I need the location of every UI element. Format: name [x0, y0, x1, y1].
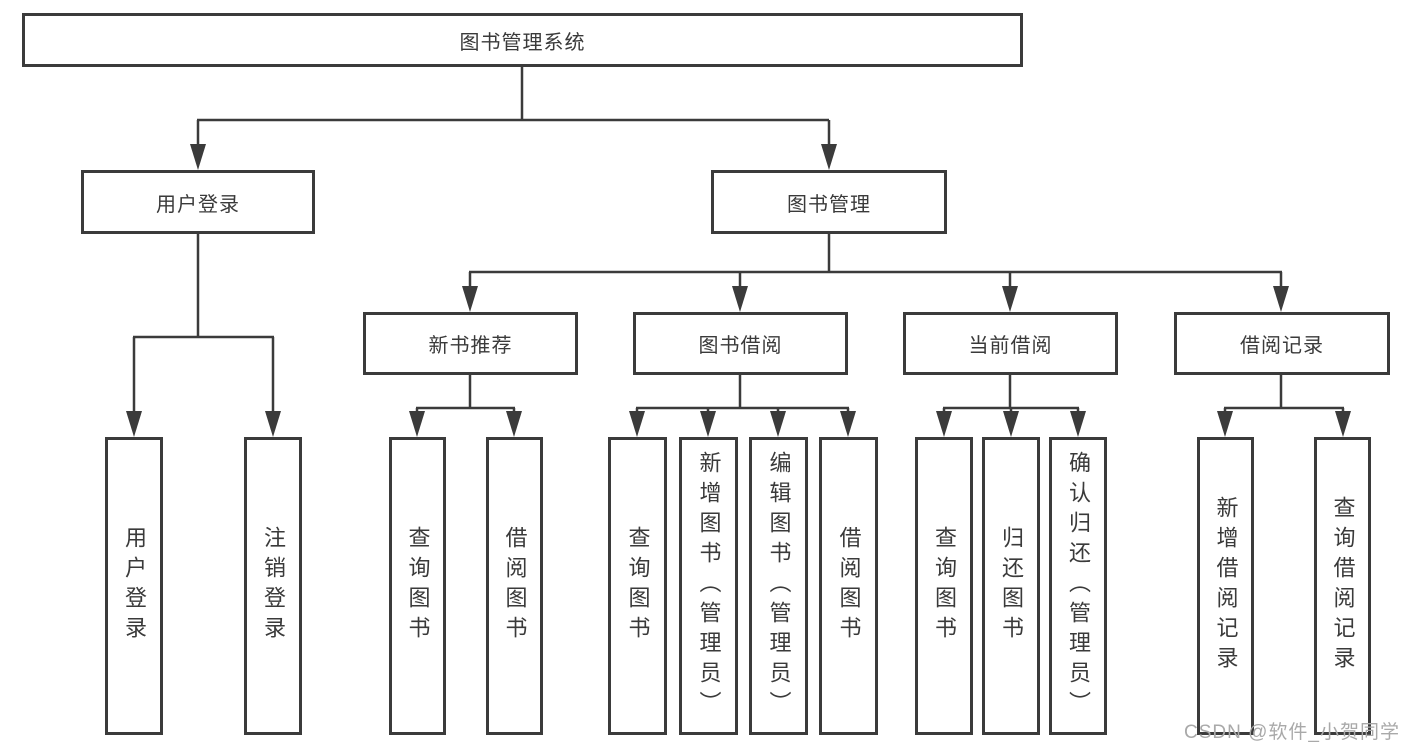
leaf-current-confirm-return-admin: 确认归还（管理员）: [1049, 437, 1107, 735]
node-current-borrow: 当前借阅: [903, 312, 1118, 375]
leaf-borrow-borrow-book: 借阅图书: [819, 437, 878, 735]
leaf-borrow-edit-book-admin: 编辑图书（管理员）: [749, 437, 808, 735]
leaf-borrow-add-book-admin: 新增图书（管理员）: [679, 437, 738, 735]
leaf-records-add-record: 新增借阅记录: [1197, 437, 1254, 735]
node-book-management: 图书管理: [711, 170, 947, 234]
node-user-login: 用户登录: [81, 170, 315, 234]
leaf-newbooks-borrow-book: 借阅图书: [486, 437, 543, 735]
leaf-borrow-query-book: 查询图书: [608, 437, 667, 735]
leaf-newbooks-query-book: 查询图书: [389, 437, 446, 735]
leaf-user-logout: 注销登录: [244, 437, 302, 735]
leaf-current-query-book: 查询图书: [915, 437, 973, 735]
node-new-book-recommend: 新书推荐: [363, 312, 578, 375]
node-borrow-records: 借阅记录: [1174, 312, 1390, 375]
leaf-current-return-book: 归还图书: [982, 437, 1040, 735]
leaf-user-login: 用户登录: [105, 437, 163, 735]
csdn-watermark: CSDN @软件_小贺同学: [1184, 722, 1400, 743]
node-root: 图书管理系统: [22, 13, 1023, 67]
node-book-borrow: 图书借阅: [633, 312, 848, 375]
leaf-records-query-record: 查询借阅记录: [1314, 437, 1371, 735]
